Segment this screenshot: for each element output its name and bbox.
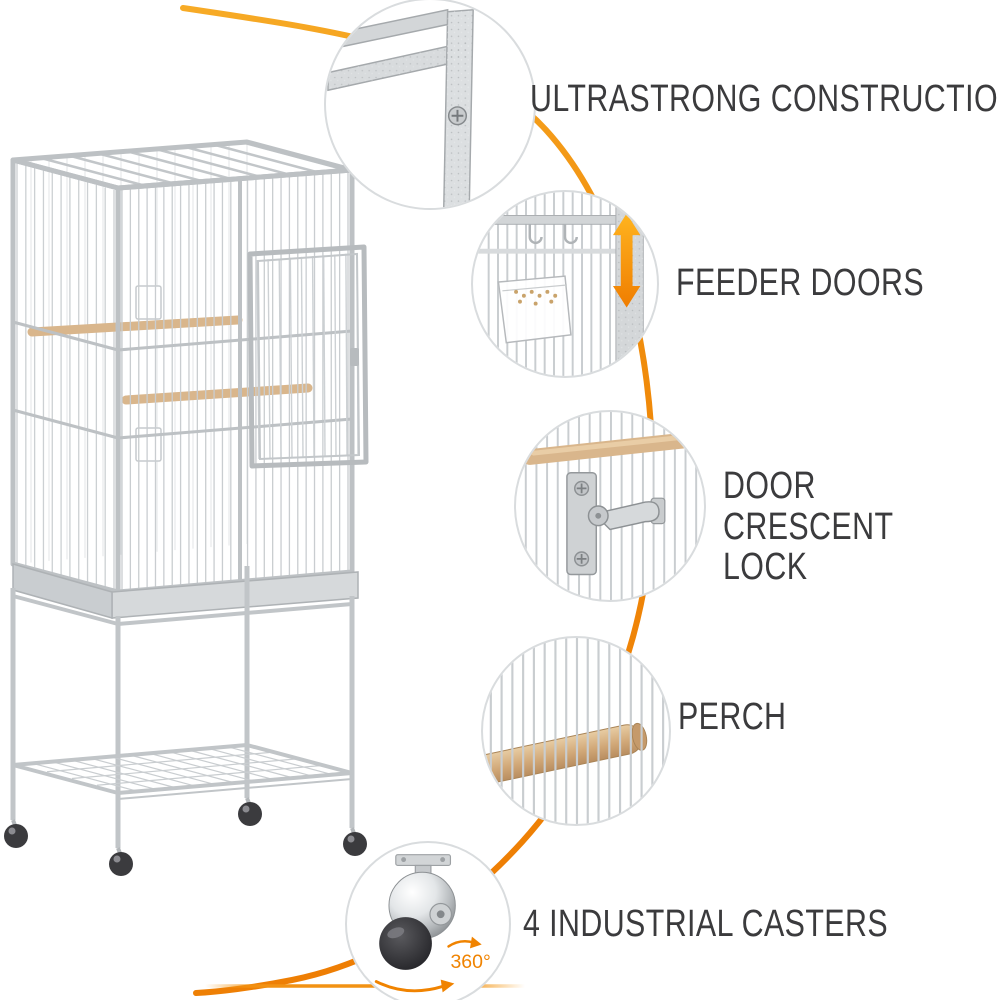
cage-wires [489, 638, 665, 824]
feeder-cup-icon [497, 275, 572, 344]
callout-circle-casters: 360° [345, 841, 511, 1000]
feeder-cup-photo [473, 192, 657, 376]
storage-shelf [11, 743, 354, 800]
cage-back-wires [12, 142, 248, 564]
crescent-lock-icon [566, 471, 666, 576]
callout-label-construction: ULTRASTRONG CONSTRUCTION [530, 78, 1000, 120]
callout-circle-feeder-doors [471, 190, 659, 378]
crescent-lock-photo [521, 412, 703, 600]
caster-wheels [4, 797, 367, 876]
callout-label-feeder-doors: FEEDER DOORS [676, 262, 925, 304]
callout-circle-door-lock [514, 410, 706, 602]
wooden-perch-photo [483, 638, 665, 824]
caster-wheel-photo: 360° [374, 854, 491, 993]
feeder-door-arrow-icon [612, 213, 641, 308]
rotation-arrow-icon [374, 936, 482, 993]
callout-circle-perch [481, 636, 671, 826]
caster-wheel-icon [379, 854, 456, 970]
seed-tray [12, 563, 359, 619]
hanging-hook-icon [528, 224, 543, 245]
cage-front-door [247, 244, 369, 469]
cage-line-art [4, 139, 369, 876]
hanging-hook-icon [563, 224, 578, 245]
metal-frame-corner-photo [327, 8, 474, 208]
cage-side-wires [16, 162, 115, 590]
callout-label-casters: 4 INDUSTRIAL CASTERS [523, 903, 888, 945]
callout-label-door-lock: DOOR CRESCENT LOCK [723, 465, 893, 589]
perch-bars [27, 315, 313, 405]
callout-circle-construction [324, 0, 536, 210]
cage-frame [10, 139, 355, 595]
callout-label-perch: PERCH [678, 696, 787, 738]
frame-corner-icon [327, 8, 474, 208]
rotation-badge: 360° [450, 951, 490, 973]
door-latch [350, 348, 359, 366]
